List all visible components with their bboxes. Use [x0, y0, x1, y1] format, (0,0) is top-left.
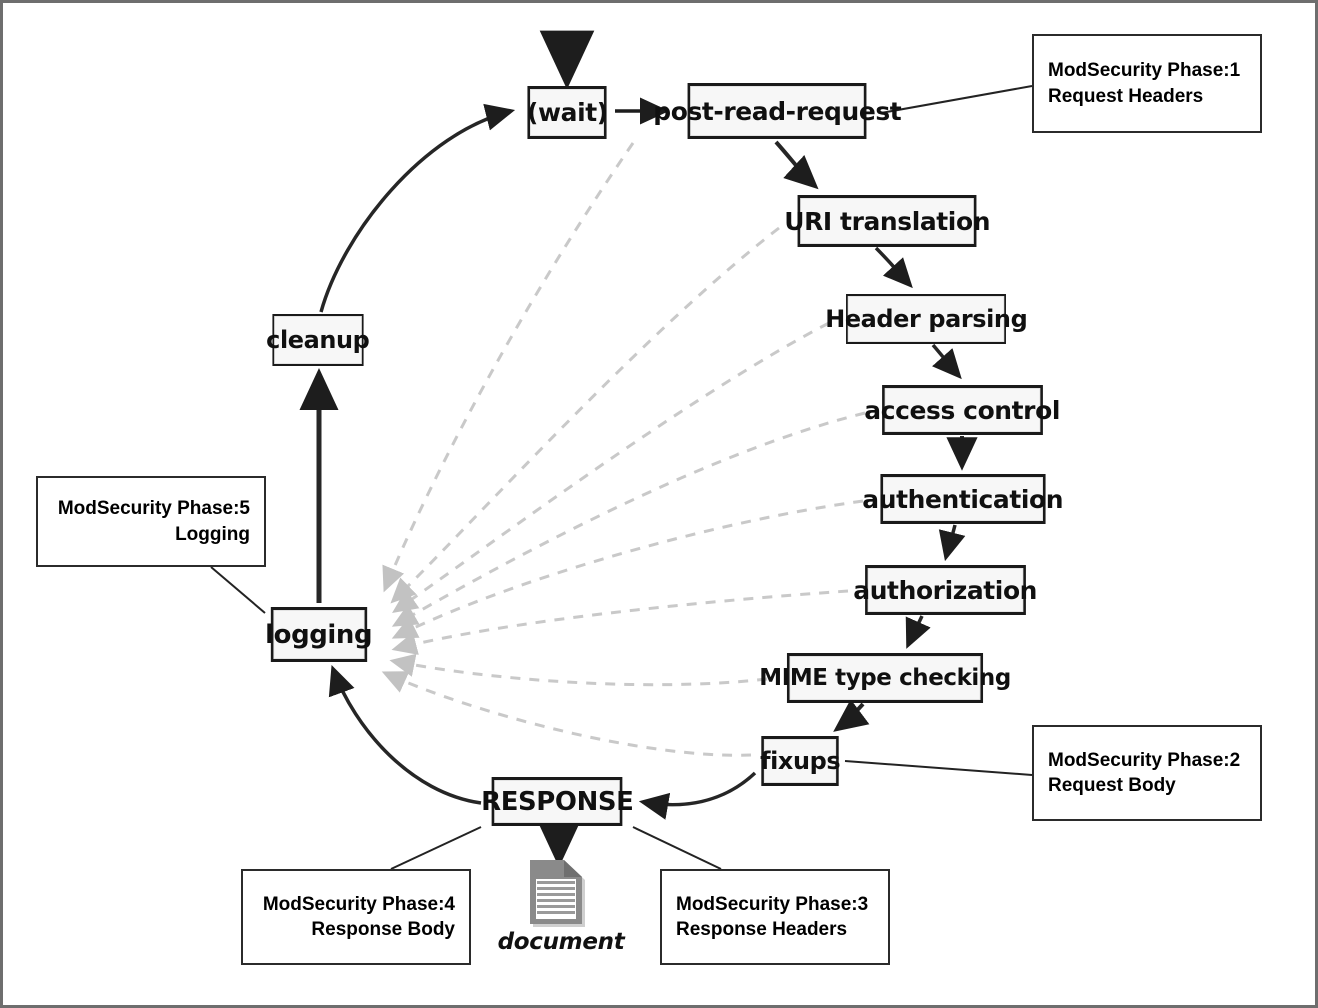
dashed-edge-post-read-to-logging — [382, 142, 635, 593]
node-post-read-request-label: post-read-request — [652, 96, 902, 126]
leader-phase5 — [210, 566, 266, 614]
leader-phase4 — [390, 826, 482, 870]
node-uri-translation-label: URI translation — [784, 206, 990, 236]
node-access-control[interactable]: access control — [865, 385, 1061, 435]
dashed-edge-authz-to-logging — [391, 589, 849, 655]
edge-cleanup-to-wait — [319, 103, 516, 313]
edge-fixups-to-response — [638, 771, 757, 820]
node-mime-type-checking-label: MIME type checking — [759, 665, 1011, 691]
node-wait-label: (wait) — [526, 98, 608, 127]
node-authorization-label: authorization — [853, 575, 1038, 605]
leader-phase2 — [844, 760, 1033, 776]
node-authorization[interactable]: authorization — [854, 565, 1038, 615]
node-uri-translation[interactable]: URI translation — [784, 195, 990, 247]
node-logging-label: logging — [265, 619, 373, 650]
node-wait[interactable]: (wait) — [526, 86, 608, 139]
dashed-edge-fixups-to-logging — [381, 671, 752, 757]
callout-phase-2-line1: ModSecurity Phase:2 — [1048, 749, 1241, 771]
callout-phase-3-line1: ModSecurity Phase:3 — [676, 893, 869, 915]
leader-phase3 — [632, 826, 722, 870]
node-authentication[interactable]: authentication — [863, 474, 1064, 524]
edge-auth-to-authz — [938, 524, 966, 562]
node-response-label: RESPONSE — [480, 786, 634, 817]
node-fixups[interactable]: fixups — [759, 736, 841, 786]
callout-phase-4-line1: ModSecurity Phase:4 — [262, 893, 455, 915]
callout-phase-4-line2: Response Body — [311, 919, 455, 940]
callout-phase-1: ModSecurity Phase:1 Request Headers — [1032, 34, 1262, 133]
node-mime-type-checking[interactable]: MIME type checking — [759, 653, 1011, 703]
dashed-edge-header-to-logging — [392, 321, 830, 614]
callout-phase-1-line2: Request Headers — [1048, 85, 1204, 107]
callout-phase-5: ModSecurity Phase:5 Logging — [36, 476, 266, 567]
node-post-read-request[interactable]: post-read-request — [653, 83, 901, 139]
node-authentication-label: authentication — [862, 484, 1064, 514]
node-cleanup-label: cleanup — [266, 326, 370, 354]
edge-header-to-access — [931, 343, 962, 380]
callout-phase-1-line1: ModSecurity Phase:1 — [1048, 60, 1241, 82]
node-response[interactable]: RESPONSE — [481, 777, 634, 826]
callout-phase-3-line2: Response Headers — [676, 919, 848, 940]
document-label: document — [497, 929, 625, 955]
dashed-edge-access-to-logging — [391, 411, 866, 627]
node-header-parsing[interactable]: Header parsing — [825, 294, 1027, 344]
callout-phase-2-line2: Request Body — [1048, 775, 1176, 796]
dashed-edge-uri-to-logging — [390, 226, 780, 604]
callout-phase-5-line1: ModSecurity Phase:5 — [57, 498, 250, 520]
node-fixups-label: fixups — [759, 747, 841, 775]
node-cleanup[interactable]: cleanup — [266, 314, 370, 366]
callout-phase-2: ModSecurity Phase:2 Request Body — [1032, 725, 1262, 821]
callout-phase-5-line2: Logging — [175, 523, 250, 545]
node-logging[interactable]: logging — [266, 607, 373, 662]
callout-phase-4: ModSecurity Phase:4 Response Body — [241, 869, 471, 965]
leader-phase1 — [880, 85, 1033, 114]
edge-response-to-logging — [328, 665, 482, 805]
dashed-edge-mime-to-logging — [389, 653, 768, 687]
node-header-parsing-label: Header parsing — [824, 305, 1028, 333]
edge-uri-to-header — [874, 246, 913, 289]
document-icon — [530, 860, 585, 927]
edge-mime-to-fixups — [833, 699, 870, 732]
edge-authz-to-mime — [905, 615, 931, 649]
edge-post-read-to-uri — [774, 140, 819, 190]
dashed-edge-auth-to-logging — [391, 499, 864, 639]
callout-phase-3: ModSecurity Phase:3 Response Headers — [660, 869, 890, 965]
node-access-control-label: access control — [864, 395, 1061, 425]
